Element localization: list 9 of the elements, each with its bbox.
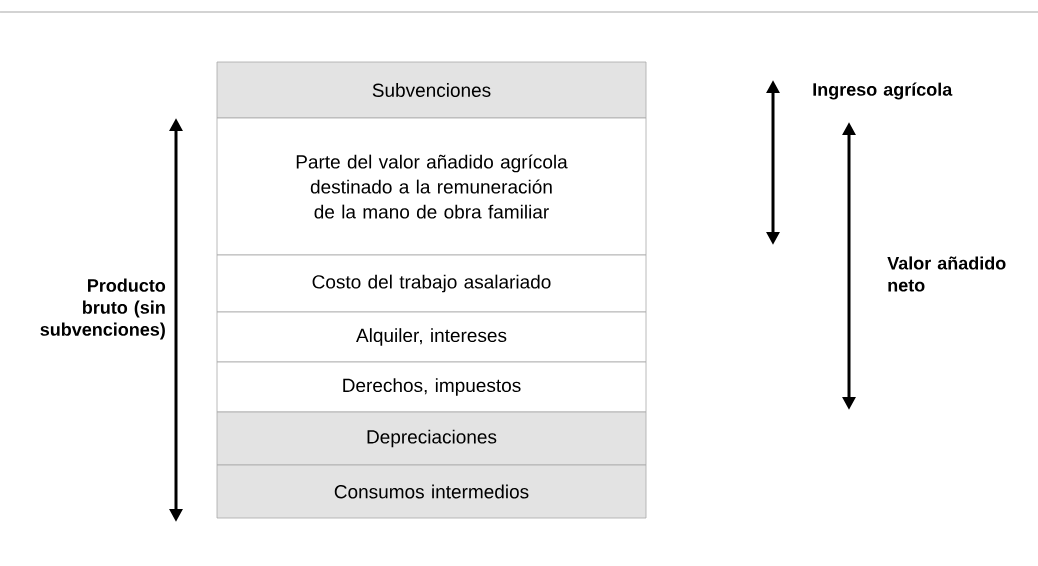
table-band: Derechos, impuestos (216, 361, 647, 413)
table-band: Costo del trabajo asalariado (216, 254, 647, 313)
span-label: Producto bruto (sin subvenciones) (40, 278, 166, 340)
table-band: Subvenciones (216, 61, 647, 119)
table-band: Depreciaciones (216, 411, 647, 466)
table-band: Consumos intermedios (216, 464, 647, 519)
span-label: Valor añadido neto (887, 256, 1006, 292)
span-label: Ingreso agrícola (813, 82, 953, 100)
table-band: Alquiler, intereses (216, 311, 647, 363)
